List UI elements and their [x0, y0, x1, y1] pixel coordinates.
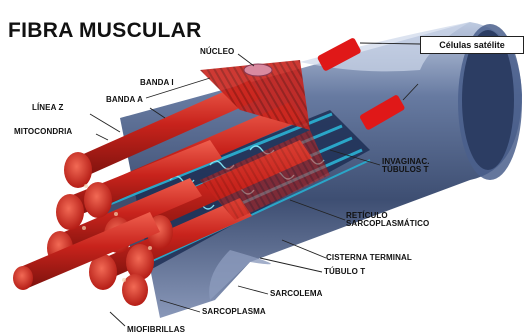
label-banda-a: BANDA A — [106, 96, 143, 104]
label-linea-z: LÍNEA Z — [32, 104, 64, 112]
label-invaginac-tubulos-t: INVAGINAC. TÚBULOS T — [382, 158, 430, 174]
diagram-title: FIBRA MUSCULAR — [8, 20, 202, 42]
nucleus-shape — [244, 64, 272, 76]
label-miofibrillas: MIOFIBRILLAS — [127, 326, 185, 334]
satellite-cells-callout: Células satélite — [420, 36, 524, 54]
label-banda-i: BANDA I — [140, 79, 174, 87]
label-cisterna-terminal: CISTERNA TERMINAL — [326, 254, 412, 262]
label-tubulo-t: TÚBULO T — [324, 268, 365, 276]
label-sarcolema: SARCOLEMA — [270, 290, 322, 298]
label-sarcoplasma: SARCOPLASMA — [202, 308, 266, 316]
label-reticulo-sarcoplasmatico: RETÍCULO SARCOPLASMÁTICO — [346, 212, 429, 228]
myofibril-end — [13, 266, 33, 290]
label-nucleo: NÚCLEO — [200, 48, 234, 56]
label-mitocondria: MITOCONDRIA — [14, 128, 72, 136]
